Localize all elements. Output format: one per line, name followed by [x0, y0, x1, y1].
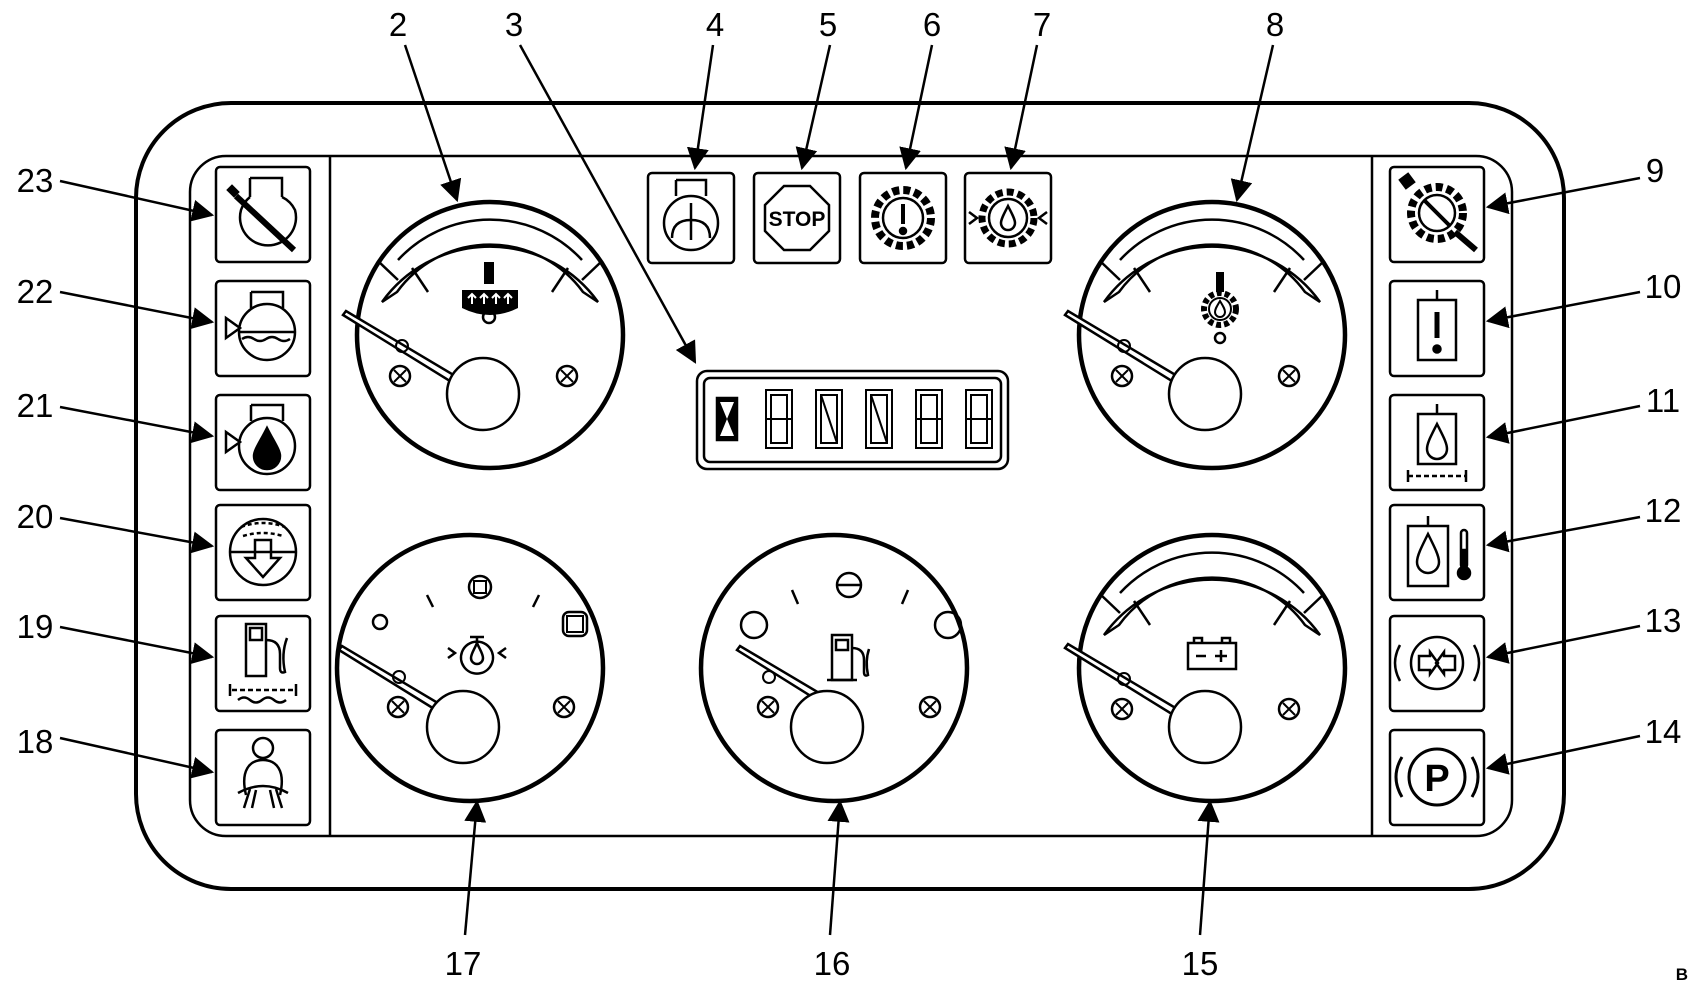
transmission-temperature-icon — [1201, 272, 1239, 345]
stop-sign-label: STOP — [769, 208, 826, 231]
callout-numbers: 2 3 4 5 6 7 8 9 10 11 12 13 14 15 16 17 … — [17, 6, 1688, 984]
callout-22: 22 — [17, 273, 54, 310]
callout-8: 8 — [1266, 6, 1284, 43]
callout-7: 7 — [1033, 6, 1051, 43]
indicator-engine-service-icon — [214, 165, 312, 264]
callout-4: 4 — [706, 6, 724, 43]
indicator-hydraulic-oil-temperature-icon — [1388, 503, 1486, 602]
fuel-pump-icon — [827, 633, 871, 682]
callout-5: 5 — [819, 6, 837, 43]
indicator-engine-oil-level-icon — [214, 393, 312, 492]
callout-18: 18 — [17, 723, 54, 760]
callout-23: 23 — [17, 162, 54, 199]
engine-oil-pressure-icon — [447, 635, 507, 675]
indicator-engine-preheat-icon — [646, 171, 736, 265]
callout-6: 6 — [923, 6, 941, 43]
indicator-transmission-warning-icon — [858, 171, 948, 265]
callout-14: 14 — [1645, 713, 1682, 750]
callout-16: 16 — [814, 945, 851, 982]
hour-meter-display — [695, 369, 1010, 471]
display-digits — [765, 389, 993, 449]
callout-2: 2 — [389, 6, 407, 43]
callout-20: 20 — [17, 498, 54, 535]
callout-9: 9 — [1646, 152, 1664, 189]
callout-3: 3 — [505, 6, 523, 43]
coolant-temperature-gauge — [341, 199, 626, 471]
indicator-seat-belt-icon — [214, 728, 312, 827]
figure-corner-mark: B — [1676, 965, 1688, 984]
fuel-level-gauge — [698, 532, 970, 804]
indicator-hydraulic-oil-level-icon — [1388, 393, 1486, 492]
indicator-coolant-level-icon — [214, 279, 312, 378]
callout-15: 15 — [1182, 945, 1219, 982]
callout-leaders — [59, 44, 1641, 936]
engine-oil-pressure-gauge — [334, 532, 606, 804]
callout-11: 11 — [1646, 382, 1680, 419]
battery-icon — [1186, 636, 1238, 671]
callout-17: 17 — [445, 945, 482, 982]
indicator-brake-pressure-icon — [1388, 614, 1486, 713]
coolant-temperature-icon — [462, 262, 518, 325]
hourglass-icon — [715, 396, 739, 442]
parking-brake-letter: P — [1424, 758, 1449, 800]
indicator-transmission-service-icon — [1388, 165, 1486, 264]
callout-19: 19 — [17, 608, 54, 645]
battery-voltage-gauge — [1063, 532, 1348, 804]
indicator-air-filter-icon — [214, 503, 312, 602]
indicator-stop-icon: STOP — [752, 171, 842, 265]
indicator-transmission-oil-pressure-icon — [963, 171, 1053, 265]
callout-12: 12 — [1645, 492, 1682, 529]
callout-21: 21 — [17, 387, 54, 424]
indicator-fuel-water-separator-icon — [214, 614, 312, 713]
transmission-temperature-gauge — [1063, 199, 1348, 471]
indicator-hydraulic-warning-icon — [1388, 279, 1486, 378]
indicator-parking-brake-icon: P — [1388, 728, 1486, 827]
callout-13: 13 — [1645, 602, 1682, 639]
panel-housing — [134, 101, 1566, 891]
callout-10: 10 — [1645, 268, 1682, 305]
